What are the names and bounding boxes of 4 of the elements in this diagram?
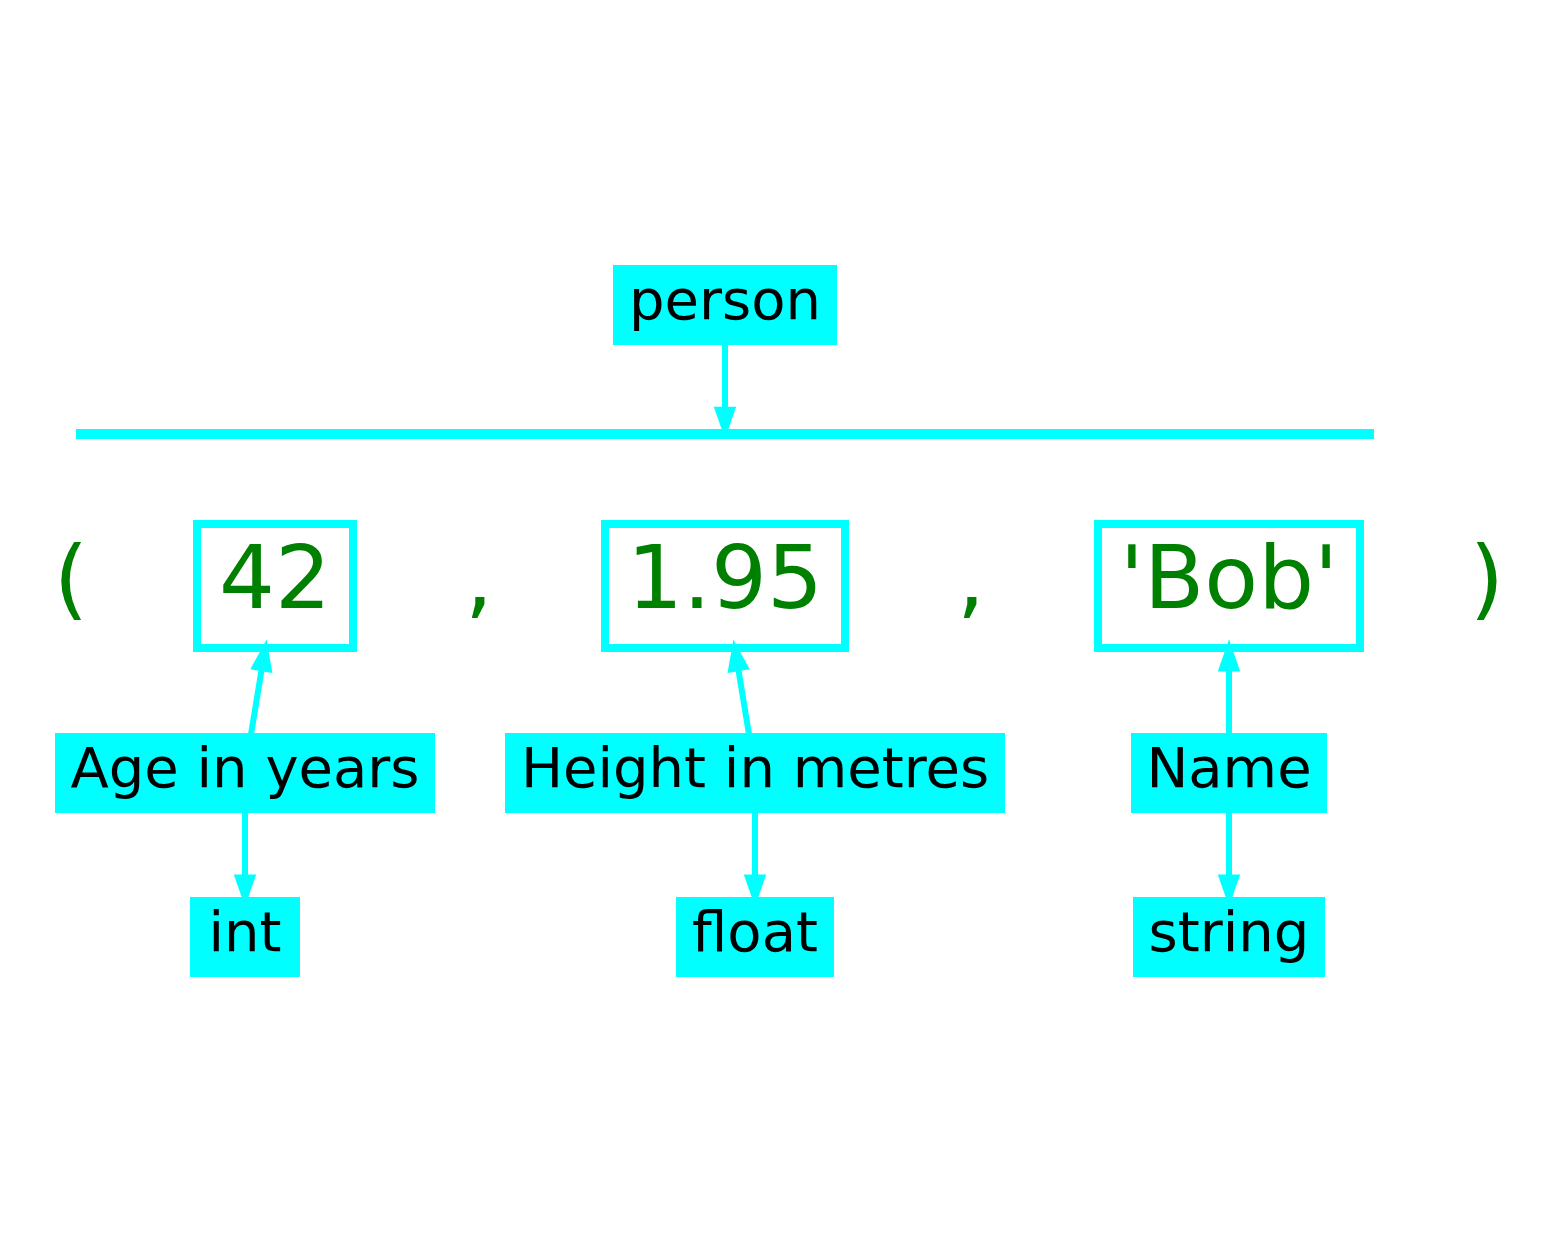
- label: ,: [956, 526, 985, 630]
- label: (: [53, 526, 88, 630]
- label: ,: [464, 526, 493, 630]
- label: ): [1469, 526, 1504, 630]
